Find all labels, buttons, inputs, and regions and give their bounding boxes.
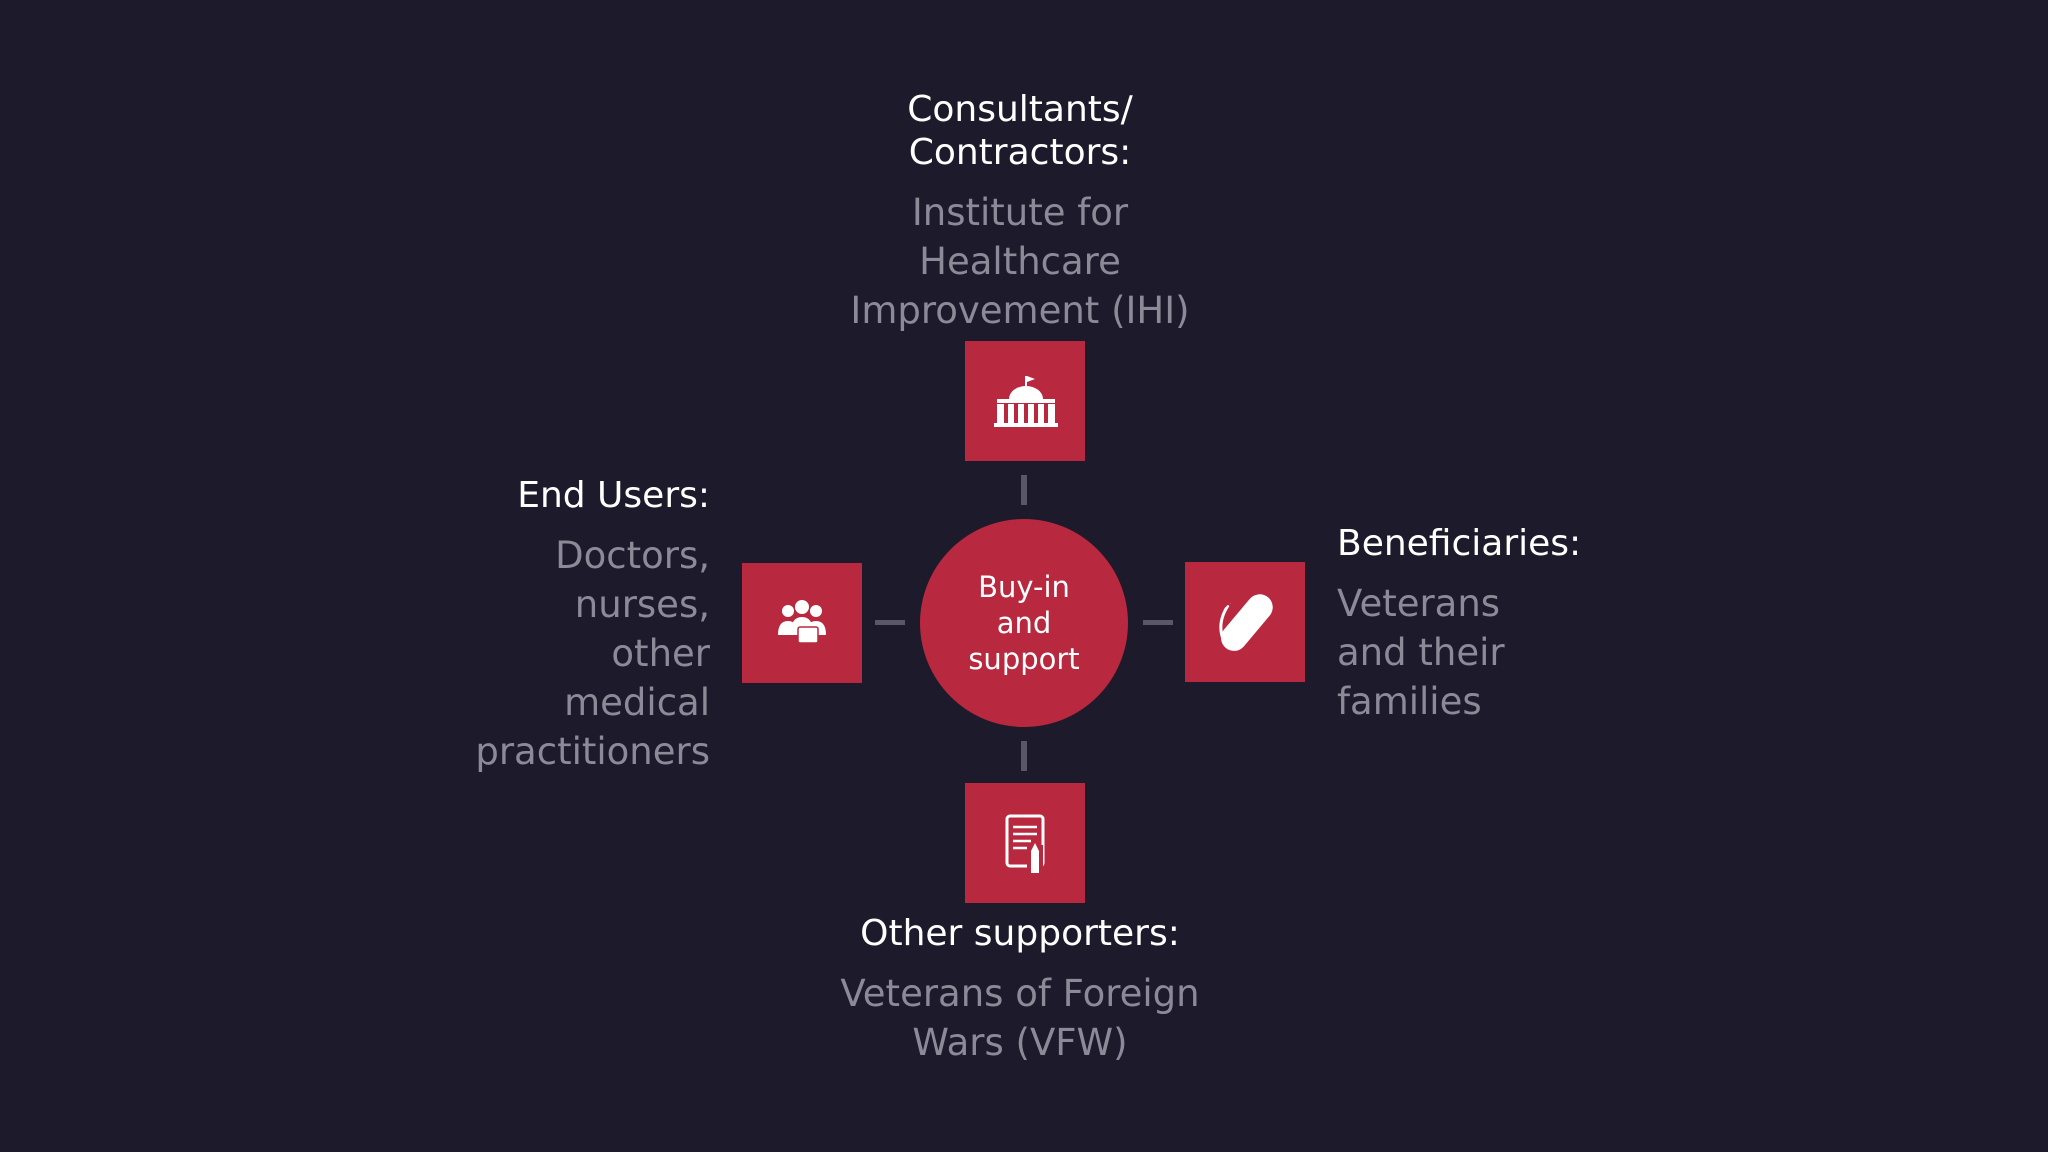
top-heading: Consultants/ Contractors:: [820, 88, 1220, 174]
right-description-line-3: families: [1337, 680, 1482, 723]
left-heading: End Users:: [410, 474, 710, 517]
left-description: Doctors, nurses, other medical practitio…: [410, 531, 710, 776]
multi-tool-knife-icon: [1219, 594, 1273, 651]
left-description-line-1: Doctors,: [555, 534, 710, 577]
connector-right: [1143, 620, 1173, 625]
center-label-line-2: and: [996, 606, 1052, 640]
top-description-line-1: Institute for: [911, 191, 1129, 234]
bottom-heading-line-1: Other supporters:: [860, 913, 1180, 954]
top-description-line-2: Healthcare: [919, 240, 1121, 283]
right-description: Veterans and their families: [1337, 579, 1697, 726]
document-pen-icon: [1005, 814, 1045, 875]
bottom-heading: Other supporters:: [820, 912, 1220, 955]
center-label-line-3: support: [968, 642, 1080, 676]
right-description-line-2: and their: [1337, 631, 1505, 674]
left-description-line-3: other: [611, 632, 710, 675]
left-heading-line-1: End Users:: [517, 475, 710, 516]
left-description-line-4: medical: [564, 681, 710, 724]
top-heading-line-1: Consultants/: [907, 89, 1133, 130]
top-description: Institute for Healthcare Improvement (IH…: [820, 188, 1220, 335]
node-consultants: [965, 341, 1085, 461]
top-heading-line-2: Contractors:: [908, 132, 1132, 173]
center-hub: Buy-in and support: [920, 519, 1128, 727]
left-description-line-2: nurses,: [574, 583, 710, 626]
center-label-line-1: Buy-in: [978, 570, 1070, 604]
connector-bottom: [1021, 741, 1027, 771]
right-heading: Beneficiaries:: [1337, 522, 1697, 565]
connector-left: [875, 620, 905, 625]
right-description-line-1: Veterans: [1337, 582, 1501, 625]
bottom-description: Veterans of Foreign Wars (VFW): [820, 969, 1220, 1067]
node-end-users: [742, 563, 862, 683]
government-building-icon: [994, 376, 1058, 427]
people-group-icon: [778, 600, 826, 644]
node-beneficiaries: [1185, 562, 1305, 682]
right-heading-line-1: Beneficiaries:: [1337, 523, 1582, 564]
left-description-line-5: practitioners: [475, 730, 710, 773]
bottom-description-line-2: Wars (VFW): [912, 1021, 1128, 1064]
connector-top: [1021, 475, 1027, 505]
top-description-line-3: Improvement (IHI): [850, 289, 1190, 332]
node-other-supporters: [965, 783, 1085, 903]
bottom-description-line-1: Veterans of Foreign: [840, 972, 1200, 1015]
